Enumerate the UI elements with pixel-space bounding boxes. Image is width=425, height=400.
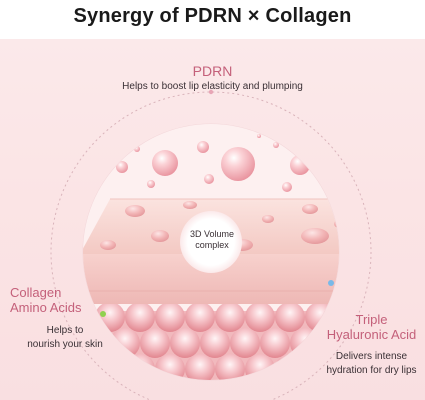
collagen-description-line2: nourish your skin [27,339,103,350]
hyaluronic-description-line2: hydration for dry lips [326,365,417,376]
infographic-panel: 3D Volume complex PDRN Helps to boost li… [0,39,425,400]
dashed-ring [50,91,372,400]
center-label-line2: complex [195,240,229,250]
center-glow [180,211,242,273]
pdrn-description: Helps to boost lip elasticity and plumpi… [122,81,303,92]
hyaluronic-heading-line2: Hyaluronic Acid [326,327,417,342]
collagen-description-line1: Helps to [46,325,84,336]
collagen-description: Helps to nourish your skin [20,324,110,352]
pdrn-dot [208,89,214,95]
skin-bumps [100,201,339,251]
hyaluronic-description: Delivers intense hydration for dry lips [318,350,425,378]
hyaluronic-heading: Triple Hyaluronic Acid [318,312,425,342]
collagen-heading-line1: Collagen [10,285,62,300]
center-label: 3D Volume complex [176,229,248,251]
hyaluronic-dot [328,280,334,286]
hyaluronic-heading-line1: Triple [355,312,388,327]
collagen-dot [100,311,106,317]
collagen-heading-line2: Amino Acids [10,300,82,315]
center-label-line1: 3D Volume [189,229,235,239]
pdrn-heading: PDRN [192,63,233,79]
page-title: Synergy of PDRN × Collagen [73,5,352,27]
skin-cross-section-illustration [50,89,372,400]
hyaluronic-description-line1: Delivers intense [335,351,408,362]
collagen-heading: Collagen Amino Acids [10,285,110,315]
